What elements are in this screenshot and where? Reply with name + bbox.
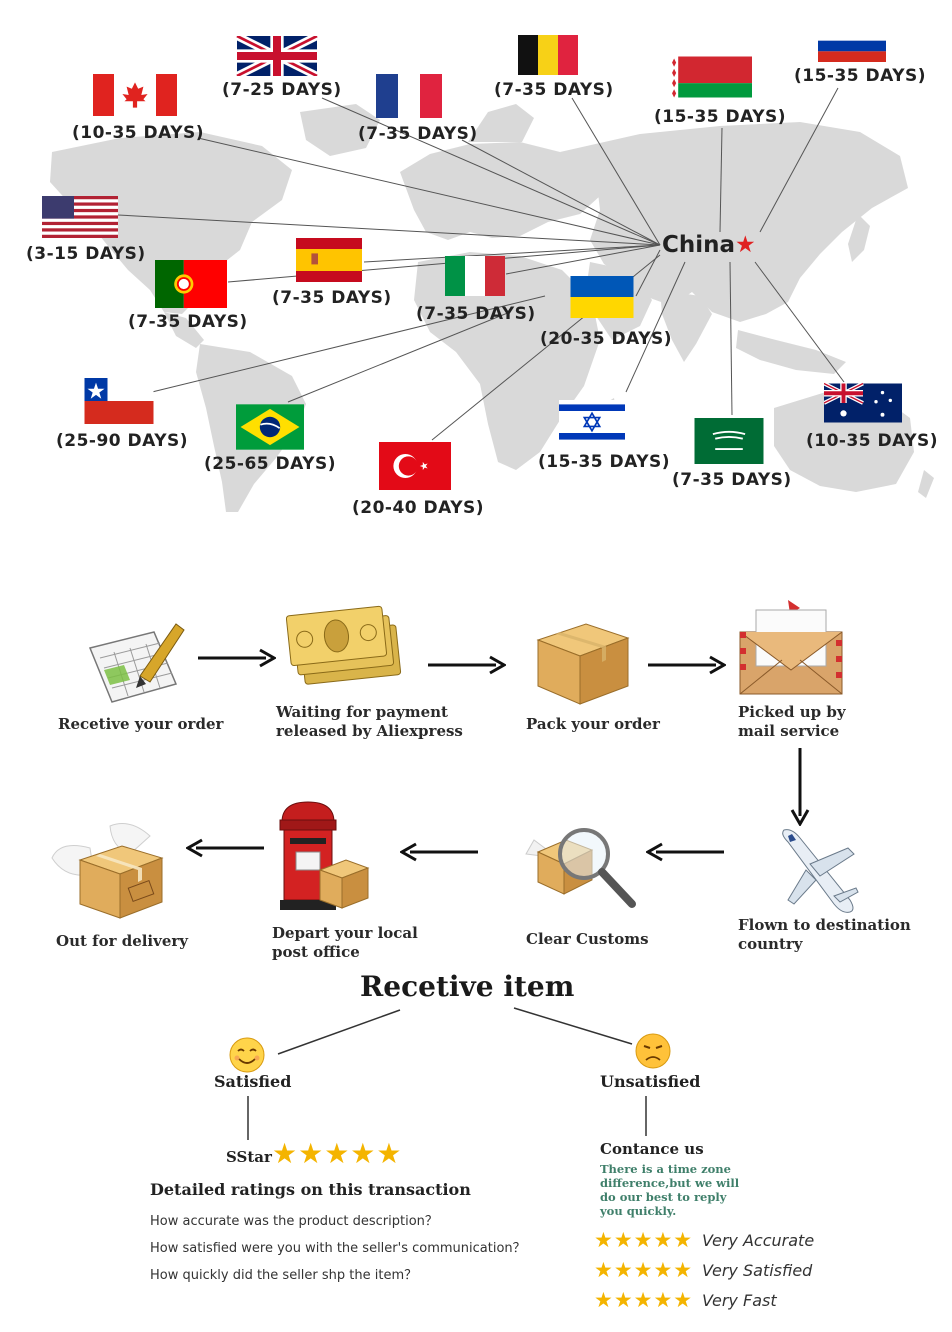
- arrow-left-icon: [646, 842, 724, 862]
- rating-stars-fast-icon: ★★★★★: [594, 1288, 694, 1312]
- belgium-days: (7-35 DAYS): [494, 80, 614, 100]
- ratings-title: Detailed ratings on this transaction: [150, 1180, 471, 1199]
- arrow-right-icon: [198, 648, 276, 668]
- uk-flag-icon: [236, 36, 318, 76]
- unsatisfied-label: Unsatisfied: [600, 1072, 701, 1091]
- usa-days: (3-15 DAYS): [26, 244, 146, 264]
- unhappy-face-icon: [635, 1033, 671, 1069]
- step-pack-label: Pack your order: [526, 715, 660, 733]
- money-icon: [286, 605, 402, 685]
- mailbox-icon: [279, 801, 370, 910]
- france-flag-icon: [376, 74, 442, 118]
- brazil-flag-icon: [236, 404, 304, 450]
- arrow-left-icon: [400, 842, 478, 862]
- feedback-branch-lines: [247, 1007, 647, 1140]
- rating-label-fast: Very Fast: [702, 1291, 777, 1310]
- australia-flag-icon: [824, 382, 902, 423]
- step-payment-label: Waiting for payment released by Aliexpre…: [276, 703, 463, 740]
- step-customs-label: Clear Customs: [526, 930, 649, 948]
- turkey-days: (20-40 DAYS): [352, 498, 485, 518]
- portugal-days: (7-35 DAYS): [128, 312, 248, 332]
- smiling-face-icon: [229, 1037, 265, 1073]
- rating-label-accurate: Very Accurate: [702, 1231, 815, 1250]
- question-communication: How satisfied were you with the seller's…: [150, 1241, 526, 1256]
- step-delivery-label: Out for delivery: [56, 932, 189, 950]
- airplane-icon: [782, 829, 859, 913]
- ukraine-flag-icon: [570, 276, 634, 318]
- israel-flag-icon: [559, 400, 625, 444]
- five-star-icon: ★★★★★: [272, 1137, 403, 1170]
- magnifier-box-icon: [525, 828, 636, 908]
- spain-flag-icon: [296, 238, 362, 282]
- route-lines: [117, 87, 845, 441]
- ukraine-days: (20-35 DAYS): [540, 329, 673, 349]
- usa-flag-icon: [42, 196, 118, 238]
- question-speed: How quickly did the seller shp the item？: [150, 1268, 418, 1283]
- belgium-flag-icon: [518, 35, 578, 75]
- step-flown-label: Flown to destination country: [738, 916, 911, 953]
- step-receive-label: Recetive your order: [58, 715, 224, 733]
- saudi-days: (7-35 DAYS): [672, 470, 792, 490]
- portugal-flag-icon: [155, 260, 227, 308]
- italy-days: (7-35 DAYS): [416, 304, 536, 324]
- chile-days: (25-90 DAYS): [56, 431, 189, 451]
- china-text: China: [662, 232, 736, 258]
- china-star-icon: ★: [735, 232, 756, 258]
- rating-stars-satisfied-icon: ★★★★★: [594, 1258, 694, 1282]
- rating-stars-accurate-icon: ★★★★★: [594, 1228, 694, 1252]
- satisfied-label: Satisfied: [214, 1072, 292, 1091]
- arrow-down-icon: [790, 748, 810, 826]
- step-pickup-label: Picked up by mail service: [738, 703, 846, 740]
- chile-flag-icon: [84, 378, 154, 424]
- envelope-icon: [739, 600, 843, 695]
- receive-item-title: Recetive item: [360, 970, 575, 1003]
- uk-days: (7-25 DAYS): [222, 80, 342, 100]
- belarus-days: (15-35 DAYS): [654, 107, 787, 127]
- china-origin-label: China★: [662, 232, 756, 258]
- spain-days: (7-35 DAYS): [272, 288, 392, 308]
- israel-days: (15-35 DAYS): [538, 452, 671, 472]
- brazil-days: (25-65 DAYS): [204, 454, 337, 474]
- belarus-flag-icon: [670, 56, 752, 98]
- saudi-flag-icon: [694, 418, 764, 464]
- france-days: (7-35 DAYS): [358, 124, 478, 144]
- sstar-label: SStar: [226, 1148, 272, 1166]
- canada-days: (10-35 DAYS): [72, 123, 205, 143]
- step-depart-label: Depart your local post office: [272, 924, 418, 961]
- australia-days: (10-35 DAYS): [806, 431, 939, 451]
- russia-flag-icon: [818, 30, 886, 62]
- contact-us-text: There is a time zone difference,but we w…: [600, 1162, 740, 1218]
- arrow-right-icon: [428, 655, 506, 675]
- arrow-left-icon: [186, 838, 264, 858]
- arrow-right-icon: [648, 655, 726, 675]
- canada-flag-icon: [93, 74, 177, 116]
- order-form-icon: [88, 623, 185, 703]
- question-accuracy: How accurate was the product description…: [150, 1214, 438, 1229]
- winged-box-icon: [51, 823, 164, 919]
- contact-us-title: Contance us: [600, 1140, 704, 1158]
- italy-flag-icon: [445, 256, 505, 296]
- rating-label-satisfied: Very Satisfied: [702, 1261, 813, 1280]
- box-icon: [536, 623, 630, 705]
- russia-days: (15-35 DAYS): [794, 66, 927, 86]
- turkey-flag-icon: [379, 442, 451, 490]
